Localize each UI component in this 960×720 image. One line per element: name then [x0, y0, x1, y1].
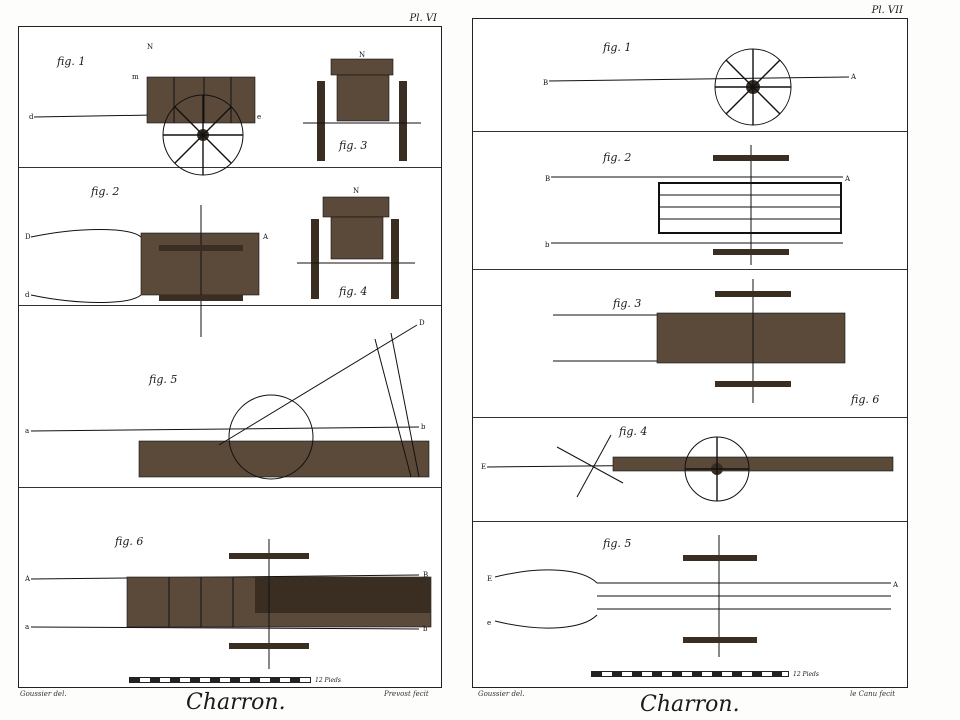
svg-text:E: E [487, 575, 492, 583]
cart-rear-view: N [303, 51, 421, 161]
svg-text:d: d [25, 291, 30, 299]
fig-label-6: fig. 6 [115, 535, 144, 548]
plate-number: Pl. VI [409, 13, 437, 24]
cart-top-view: Dd A [25, 205, 269, 337]
svg-text:N: N [353, 187, 359, 195]
plate-number: Pl. VII [871, 5, 903, 16]
fig-label-4: fig. 4 [339, 285, 368, 298]
credit-draughtsman-right: Goussier del. [478, 690, 525, 698]
svg-text:B: B [423, 571, 428, 579]
fig-label-1: fig. 1 [603, 41, 632, 54]
svg-text:A: A [24, 575, 31, 583]
cart-side-view: Nm d e [29, 43, 261, 176]
svg-text:A: A [262, 233, 269, 241]
full-frame-top-view: Ee A [487, 535, 899, 657]
fig-label-1: fig. 1 [57, 55, 86, 68]
fig-label-6: fig. 6 [851, 393, 880, 406]
svg-text:N: N [359, 51, 365, 59]
svg-text:e: e [257, 113, 261, 121]
fig-label-3: fig. 3 [613, 297, 642, 310]
svg-text:b: b [421, 423, 426, 431]
wheel-frame-side-view: E [481, 434, 894, 502]
plate-caption-left: Charron. [186, 690, 286, 715]
scale-label: 12 Pieds [793, 671, 819, 678]
svg-text:b: b [423, 625, 428, 633]
scale-bar [129, 677, 311, 683]
svg-text:B: B [543, 79, 548, 87]
svg-text:E: E [481, 463, 486, 471]
frame-top-view: Bb A [545, 145, 851, 265]
svg-text:e: e [487, 619, 491, 627]
plate-caption-right: Charron. [640, 692, 740, 717]
svg-text:A: A [892, 581, 899, 589]
fig-label-4: fig. 4 [619, 425, 648, 438]
svg-text:a: a [25, 427, 29, 435]
bed-top-view [553, 279, 846, 403]
svg-text:A: A [850, 73, 857, 81]
fig-label-3: fig. 3 [339, 139, 368, 152]
scale-label: 12 Pieds [315, 677, 341, 684]
svg-text:D: D [419, 319, 425, 327]
credit-engraver-right: le Canu fecit [850, 690, 896, 698]
credit-draughtsman-left: Goussier del. [20, 690, 67, 698]
svg-text:b: b [545, 241, 550, 249]
fig-label-5: fig. 5 [149, 373, 178, 386]
section-fig-4: fig. 4 E [473, 417, 907, 522]
section-fig-5: fig. 5 a b D [19, 305, 441, 488]
svg-text:N: N [147, 43, 153, 51]
svg-text:m: m [132, 73, 139, 81]
fig-label-5: fig. 5 [603, 537, 632, 550]
credit-engraver-left: Prevost fecit [384, 690, 429, 698]
cart-tipped-view: a b D [25, 319, 430, 480]
svg-text:D: D [25, 233, 31, 241]
section-fig-3-6: fig. 3 fig. 6 [473, 269, 907, 418]
svg-text:d: d [29, 113, 34, 121]
cart-front-view: N [297, 187, 415, 299]
svg-text:a: a [25, 623, 29, 631]
svg-text:B: B [545, 175, 550, 183]
scale-bar [591, 671, 789, 677]
cart-underside-view: Aa Bb [24, 539, 432, 669]
svg-text:A: A [844, 175, 851, 183]
wheel-axle-side-view: BA [543, 48, 857, 126]
fig-label-2: fig. 2 [603, 151, 632, 164]
fig-label-2: fig. 2 [91, 185, 120, 198]
